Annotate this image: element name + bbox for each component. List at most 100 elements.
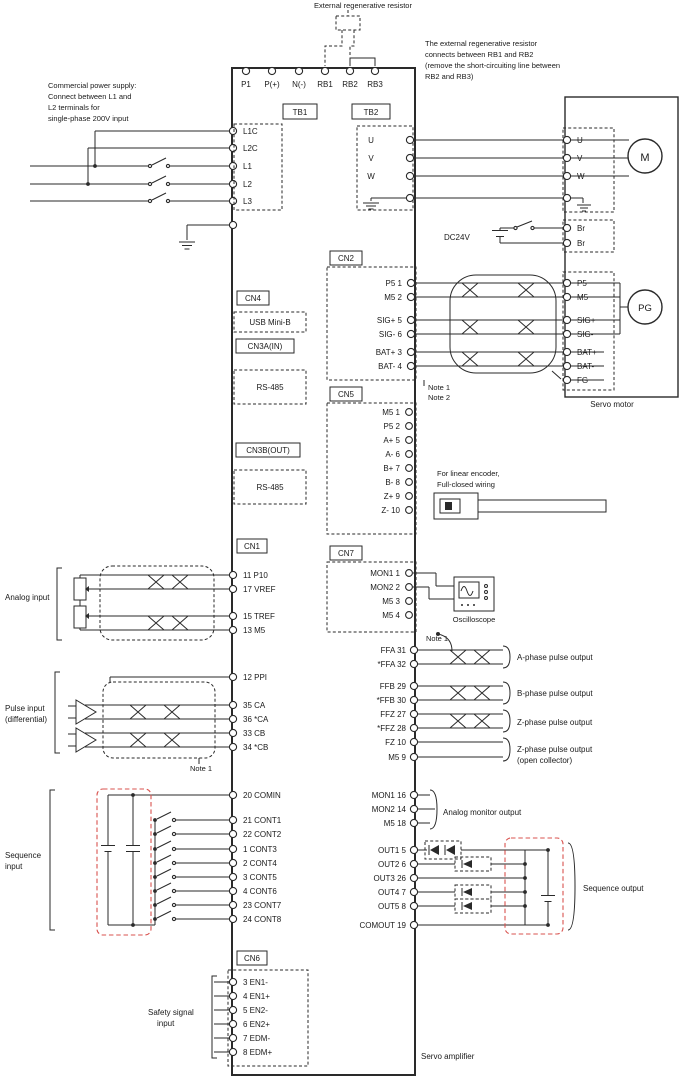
- cn1-pin-label: 23 CONT7: [243, 901, 282, 910]
- uvw-amp-label: W: [367, 172, 375, 181]
- cn5-pin-label: B+ 7: [383, 464, 400, 473]
- motor-encoder-section: P5 M5 SIG+ SIG- BAT+ BAT- FG PG: [562, 271, 663, 391]
- cn2-pin-label: M5 2: [384, 293, 402, 302]
- power-terminal-block: [233, 123, 283, 211]
- cn7-section: CN7 MON1 1 MON2 2 M5 3 M5 4 Oscilloscope…: [326, 545, 495, 652]
- cn1-pin-label: 13 M5: [243, 626, 266, 635]
- cn5-section: CN5 M5 1 P5 2 A+ 5 A- 6 B+ 7 B- 8 Z+ 9 Z…: [326, 386, 607, 535]
- cn1-pin-label: MON2 14: [372, 805, 407, 814]
- analog-monitor-label: Analog monitor output: [443, 808, 522, 817]
- cable-shield: [449, 274, 557, 374]
- safety-signal-label: Safety signal: [148, 1008, 194, 1017]
- cn1-pin-label: FZ 10: [385, 738, 406, 747]
- pulse-input-section: 12 PPI 35 CA 36 *CA 33 CB 34 *CB Pulse i…: [5, 671, 269, 773]
- cn3b-label: CN3B(OUT): [246, 446, 290, 455]
- cn1-pin-label: OUT5 8: [378, 902, 407, 911]
- external-regenerative-resistor: External regenerative resistor The exter…: [314, 1, 560, 81]
- ext-note-line: RB2 and RB3): [425, 72, 474, 81]
- cn5-pin-label: B- 8: [385, 478, 400, 487]
- cn1-box: [236, 538, 268, 554]
- uvw-section: U V W U V W: [356, 125, 629, 213]
- ext-resistor-label: External regenerative resistor: [314, 1, 412, 10]
- tb2-box: [351, 103, 391, 120]
- encoder-note-line: For linear encoder,: [437, 469, 500, 478]
- phase-output-label: A-phase pulse output: [517, 653, 593, 662]
- cn2-section: CN2 P5 1 M5 2 SIG+ 5 SIG- 6 BAT+ 3 BAT- …: [326, 250, 563, 402]
- diode-box: [454, 884, 492, 900]
- diode-box: [454, 898, 492, 914]
- cn1-pin-label: 20 COMIN: [243, 791, 281, 800]
- cn1-pin-label: 11 P10: [243, 571, 268, 580]
- switch-contacts: [147, 163, 171, 204]
- cn1-pin-label: 15 TREF: [243, 612, 275, 621]
- br-pin-label: Br: [577, 239, 585, 248]
- pulse-output-section: FFA 31 *FFA 32 FFB 29 *FFB 30 FFZ 27 *FF…: [377, 645, 593, 765]
- analog-cable-shield: [99, 565, 215, 641]
- shorting-bar: [349, 57, 376, 66]
- sequence-output-section: OUT1 5 OUT2 6 OUT3 26 OUT4 7 OUT5 8 COMO…: [359, 837, 644, 935]
- cn5-label: CN5: [338, 390, 355, 399]
- rs485-in-label: RS-485: [256, 383, 284, 392]
- power-note-line: single-phase 200V input: [48, 114, 129, 123]
- ext-note-line: The external regenerative resistor: [425, 39, 538, 48]
- cn2-pin-label: SIG- 6: [379, 330, 403, 339]
- power-wires: [30, 130, 229, 250]
- top-pin-label: RB3: [367, 80, 383, 89]
- motor-letter: M: [640, 152, 649, 164]
- usb-box: [233, 311, 307, 333]
- uvw-motor-label: V: [577, 154, 583, 163]
- cn5-pin-label: A+ 5: [383, 436, 400, 445]
- cn6-pin-label: 5 EN2-: [243, 1006, 268, 1015]
- left-pin-label: L2: [243, 180, 252, 189]
- tb1-label: TB1: [293, 108, 308, 117]
- encoder-note-line: Full-closed wiring: [437, 480, 495, 489]
- cn6-label: CN6: [244, 954, 261, 963]
- motor-symbol: [627, 138, 663, 174]
- cn1-pin-label: 4 CONT6: [243, 887, 277, 896]
- ext-note-line: (remove the short-circuiting line betwee…: [425, 61, 560, 70]
- br-pin-label: Br: [577, 224, 585, 233]
- phase-output-label: B-phase pulse output: [517, 689, 593, 698]
- power-note-line: L2 terminals for: [48, 103, 100, 112]
- tb1-box: [282, 103, 318, 120]
- cn1-pin-label: 33 CB: [243, 729, 265, 738]
- cn6-pin-label: 6 EN2+: [243, 1020, 270, 1029]
- resistor-symbol: [335, 15, 361, 31]
- cn1-pin-label: *FFZ 28: [377, 724, 406, 733]
- uvw-amp-label: U: [368, 136, 374, 145]
- cn6-pin-label: 4 EN1+: [243, 992, 270, 1001]
- phase-output-label: Z-phase pulse output: [517, 718, 593, 727]
- left-pin-label: L1C: [243, 127, 258, 136]
- cn1-pin-label: 24 CONT8: [243, 915, 282, 924]
- pg-pin-label: BAT+: [577, 348, 597, 357]
- cn6-pin-label: 7 EDM-: [243, 1034, 270, 1043]
- uvw-amp-label: V: [368, 154, 374, 163]
- cn1-pin-label: M5 9: [388, 753, 406, 762]
- power-note-line: Connect between L1 and: [48, 92, 131, 101]
- pg-pin-label: FG: [577, 376, 588, 385]
- cn2-pin-label: BAT- 4: [378, 362, 402, 371]
- pg-pin-label: P5: [577, 279, 587, 288]
- pulse-input-label: Pulse input: [5, 704, 45, 713]
- rs485-in-box: [233, 369, 307, 405]
- cn1-pin-label: *FFB 30: [377, 696, 407, 705]
- pg-pin-label: M5: [577, 293, 589, 302]
- left-pin-label: L3: [243, 197, 252, 206]
- pg-pin-label: SIG-: [577, 330, 594, 339]
- top-pin-label: RB2: [342, 80, 358, 89]
- brake-supply-section: DC24V Br Br: [444, 219, 615, 253]
- top-pin-label: RB1: [317, 80, 333, 89]
- power-supply-section: Commercial power supply: Connect between…: [30, 81, 283, 250]
- servo-amplifier-label: Servo amplifier: [421, 1052, 475, 1061]
- note1-label: Note 1: [190, 764, 212, 773]
- analog-input-section: 11 P10 17 VREF 15 TREF 13 M5 Analog inpu…: [5, 565, 276, 641]
- encoder-symbol: [627, 289, 663, 325]
- top-pin-label: N(-): [292, 80, 306, 89]
- cn1-pin-label: FFA 31: [381, 646, 407, 655]
- phase-output-label: Z-phase pulse output: [517, 745, 593, 754]
- cn2-pin-label: SIG+ 5: [377, 316, 403, 325]
- cn4-box: [236, 290, 270, 306]
- rs485-out-label: RS-485: [256, 483, 284, 492]
- left-pin-label: L2C: [243, 144, 258, 153]
